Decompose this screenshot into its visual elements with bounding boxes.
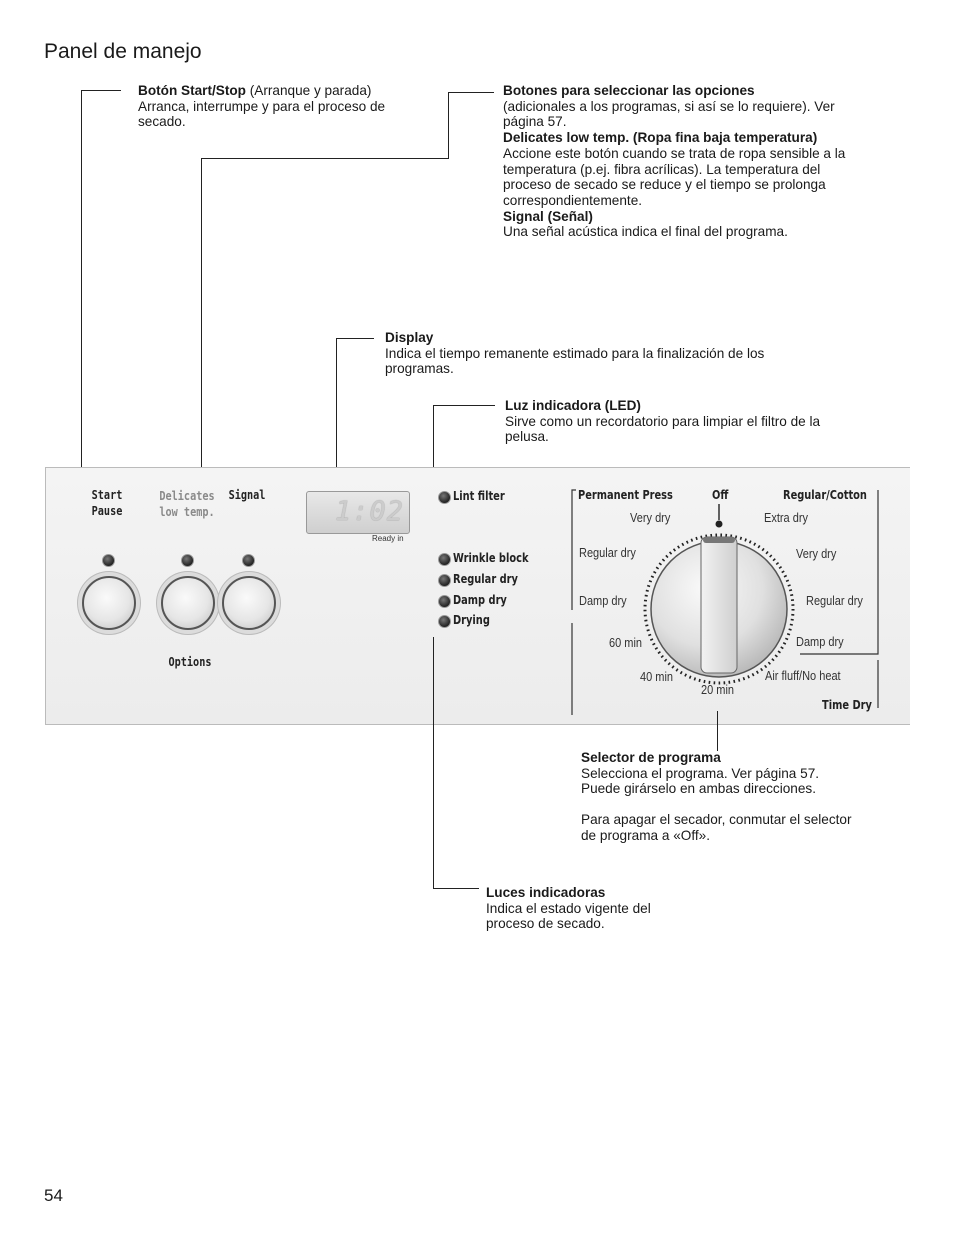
leader-line — [433, 405, 495, 406]
status-led — [438, 615, 451, 628]
status-led — [438, 595, 451, 608]
leader-line — [336, 338, 337, 482]
caption-indicators-body: Indica el estado vigente del proceso de … — [486, 901, 686, 932]
time-40-label: 40 min — [640, 670, 673, 684]
time-display: 1:02 — [306, 491, 410, 534]
start-label: Start — [86, 487, 129, 503]
permanent-press-label: Permanent Press — [578, 488, 673, 502]
display-value: 1:02 — [335, 496, 404, 527]
program-selector-dial[interactable] — [640, 530, 798, 688]
leader-line — [433, 637, 434, 889]
rc-regular-dry-label: Regular dry — [806, 594, 863, 608]
pp-very-dry-label: Very dry — [630, 511, 670, 525]
pp-damp-dry-label: Damp dry — [579, 594, 627, 608]
time-dry-label: Time Dry — [822, 698, 872, 712]
delicates-label-line2: low temp. — [157, 504, 217, 520]
caption-display-heading: Display — [385, 330, 815, 346]
delicates-label-line1: Delicates — [157, 488, 217, 504]
status-label-drying: Drying — [453, 613, 490, 627]
leader-line — [336, 338, 374, 339]
caption-options-heading: Botones para seleccionar las opciones — [503, 83, 865, 99]
status-label-damp-dry: Damp dry — [453, 593, 507, 607]
leader-line — [201, 158, 202, 484]
status-led — [438, 553, 451, 566]
caption-options: Botones para seleccionar las opciones (a… — [503, 83, 865, 240]
regular-cotton-label: Regular/Cotton — [783, 488, 867, 502]
start-pause-label: Start Pause — [86, 487, 129, 519]
status-led — [438, 574, 451, 587]
rc-extra-dry-label: Extra dry — [764, 511, 808, 525]
leader-line — [433, 888, 479, 889]
caption-display: Display Indica el tiempo remanente estim… — [385, 330, 815, 377]
caption-display-body: Indica el tiempo remanente estimado para… — [385, 346, 815, 377]
caption-delicates-body: Accione este botón cuando se trata de ro… — [503, 146, 865, 209]
rc-damp-dry-label: Damp dry — [796, 635, 844, 649]
time-20-label: 20 min — [701, 683, 734, 697]
leader-line — [81, 90, 121, 91]
off-label: Off — [712, 488, 728, 502]
options-label: Options — [160, 654, 220, 670]
caption-led-heading: Luz indicadora (LED) — [505, 398, 845, 414]
caption-selector: Selector de programa Selecciona el progr… — [581, 750, 856, 844]
caption-delicates-heading: Delicates low temp. (Ropa fina baja temp… — [503, 130, 865, 146]
caption-led: Luz indicadora (LED) Sirve como un recor… — [505, 398, 845, 445]
signal-label: Signal — [226, 487, 269, 503]
delicates-button[interactable] — [161, 576, 215, 630]
caption-start-stop-heading: Botón Start/Stop — [138, 83, 246, 98]
caption-indicators-heading: Luces indicadoras — [486, 885, 686, 901]
start-pause-button[interactable] — [82, 576, 136, 630]
caption-selector-body: Selecciona el programa. Ver página 57. P… — [581, 766, 856, 797]
caption-start-stop: Botón Start/Stop (Arranque y parada) Arr… — [138, 83, 428, 130]
air-fluff-label: Air fluff/No heat — [765, 669, 841, 683]
pp-regular-dry-label: Regular dry — [579, 546, 636, 560]
signal-led — [242, 554, 255, 567]
caption-indicators: Luces indicadoras Indica el estado vigen… — [486, 885, 686, 932]
start-led — [102, 554, 115, 567]
caption-selector-heading: Selector de programa — [581, 750, 856, 766]
pause-label: Pause — [86, 503, 129, 519]
leader-line — [448, 92, 494, 93]
leader-line — [201, 158, 449, 159]
leader-line — [448, 92, 449, 159]
caption-signal-body: Una señal acústica indica el final del p… — [503, 224, 865, 240]
lint-filter-led — [438, 491, 451, 504]
page-number: 54 — [44, 1186, 63, 1206]
ready-in-label: Ready in — [372, 534, 404, 543]
caption-led-body: Sirve como un recordatorio para limpiar … — [505, 414, 845, 445]
caption-signal-heading: Signal (Señal) — [503, 209, 865, 225]
caption-selector-body2: Para apagar el secador, conmutar el sele… — [581, 812, 856, 843]
page-title: Panel de manejo — [44, 40, 202, 64]
status-label-wrinkle-block: Wrinkle block — [453, 551, 528, 565]
signal-button[interactable] — [222, 576, 276, 630]
delicates-led — [181, 554, 194, 567]
leader-line — [81, 90, 82, 482]
rc-very-dry-label: Very dry — [796, 547, 836, 561]
caption-start-stop-body: Arranca, interrumpe y para el proceso de… — [138, 99, 428, 130]
caption-start-stop-suffix: (Arranque y parada) — [246, 83, 371, 98]
delicates-label: Delicates low temp. — [157, 488, 217, 520]
status-label-regular-dry: Regular dry — [453, 572, 518, 586]
lint-filter-label: Lint filter — [453, 489, 505, 503]
time-60-label: 60 min — [609, 636, 642, 650]
caption-options-body: (adicionales a los programas, si así se … — [503, 99, 865, 130]
